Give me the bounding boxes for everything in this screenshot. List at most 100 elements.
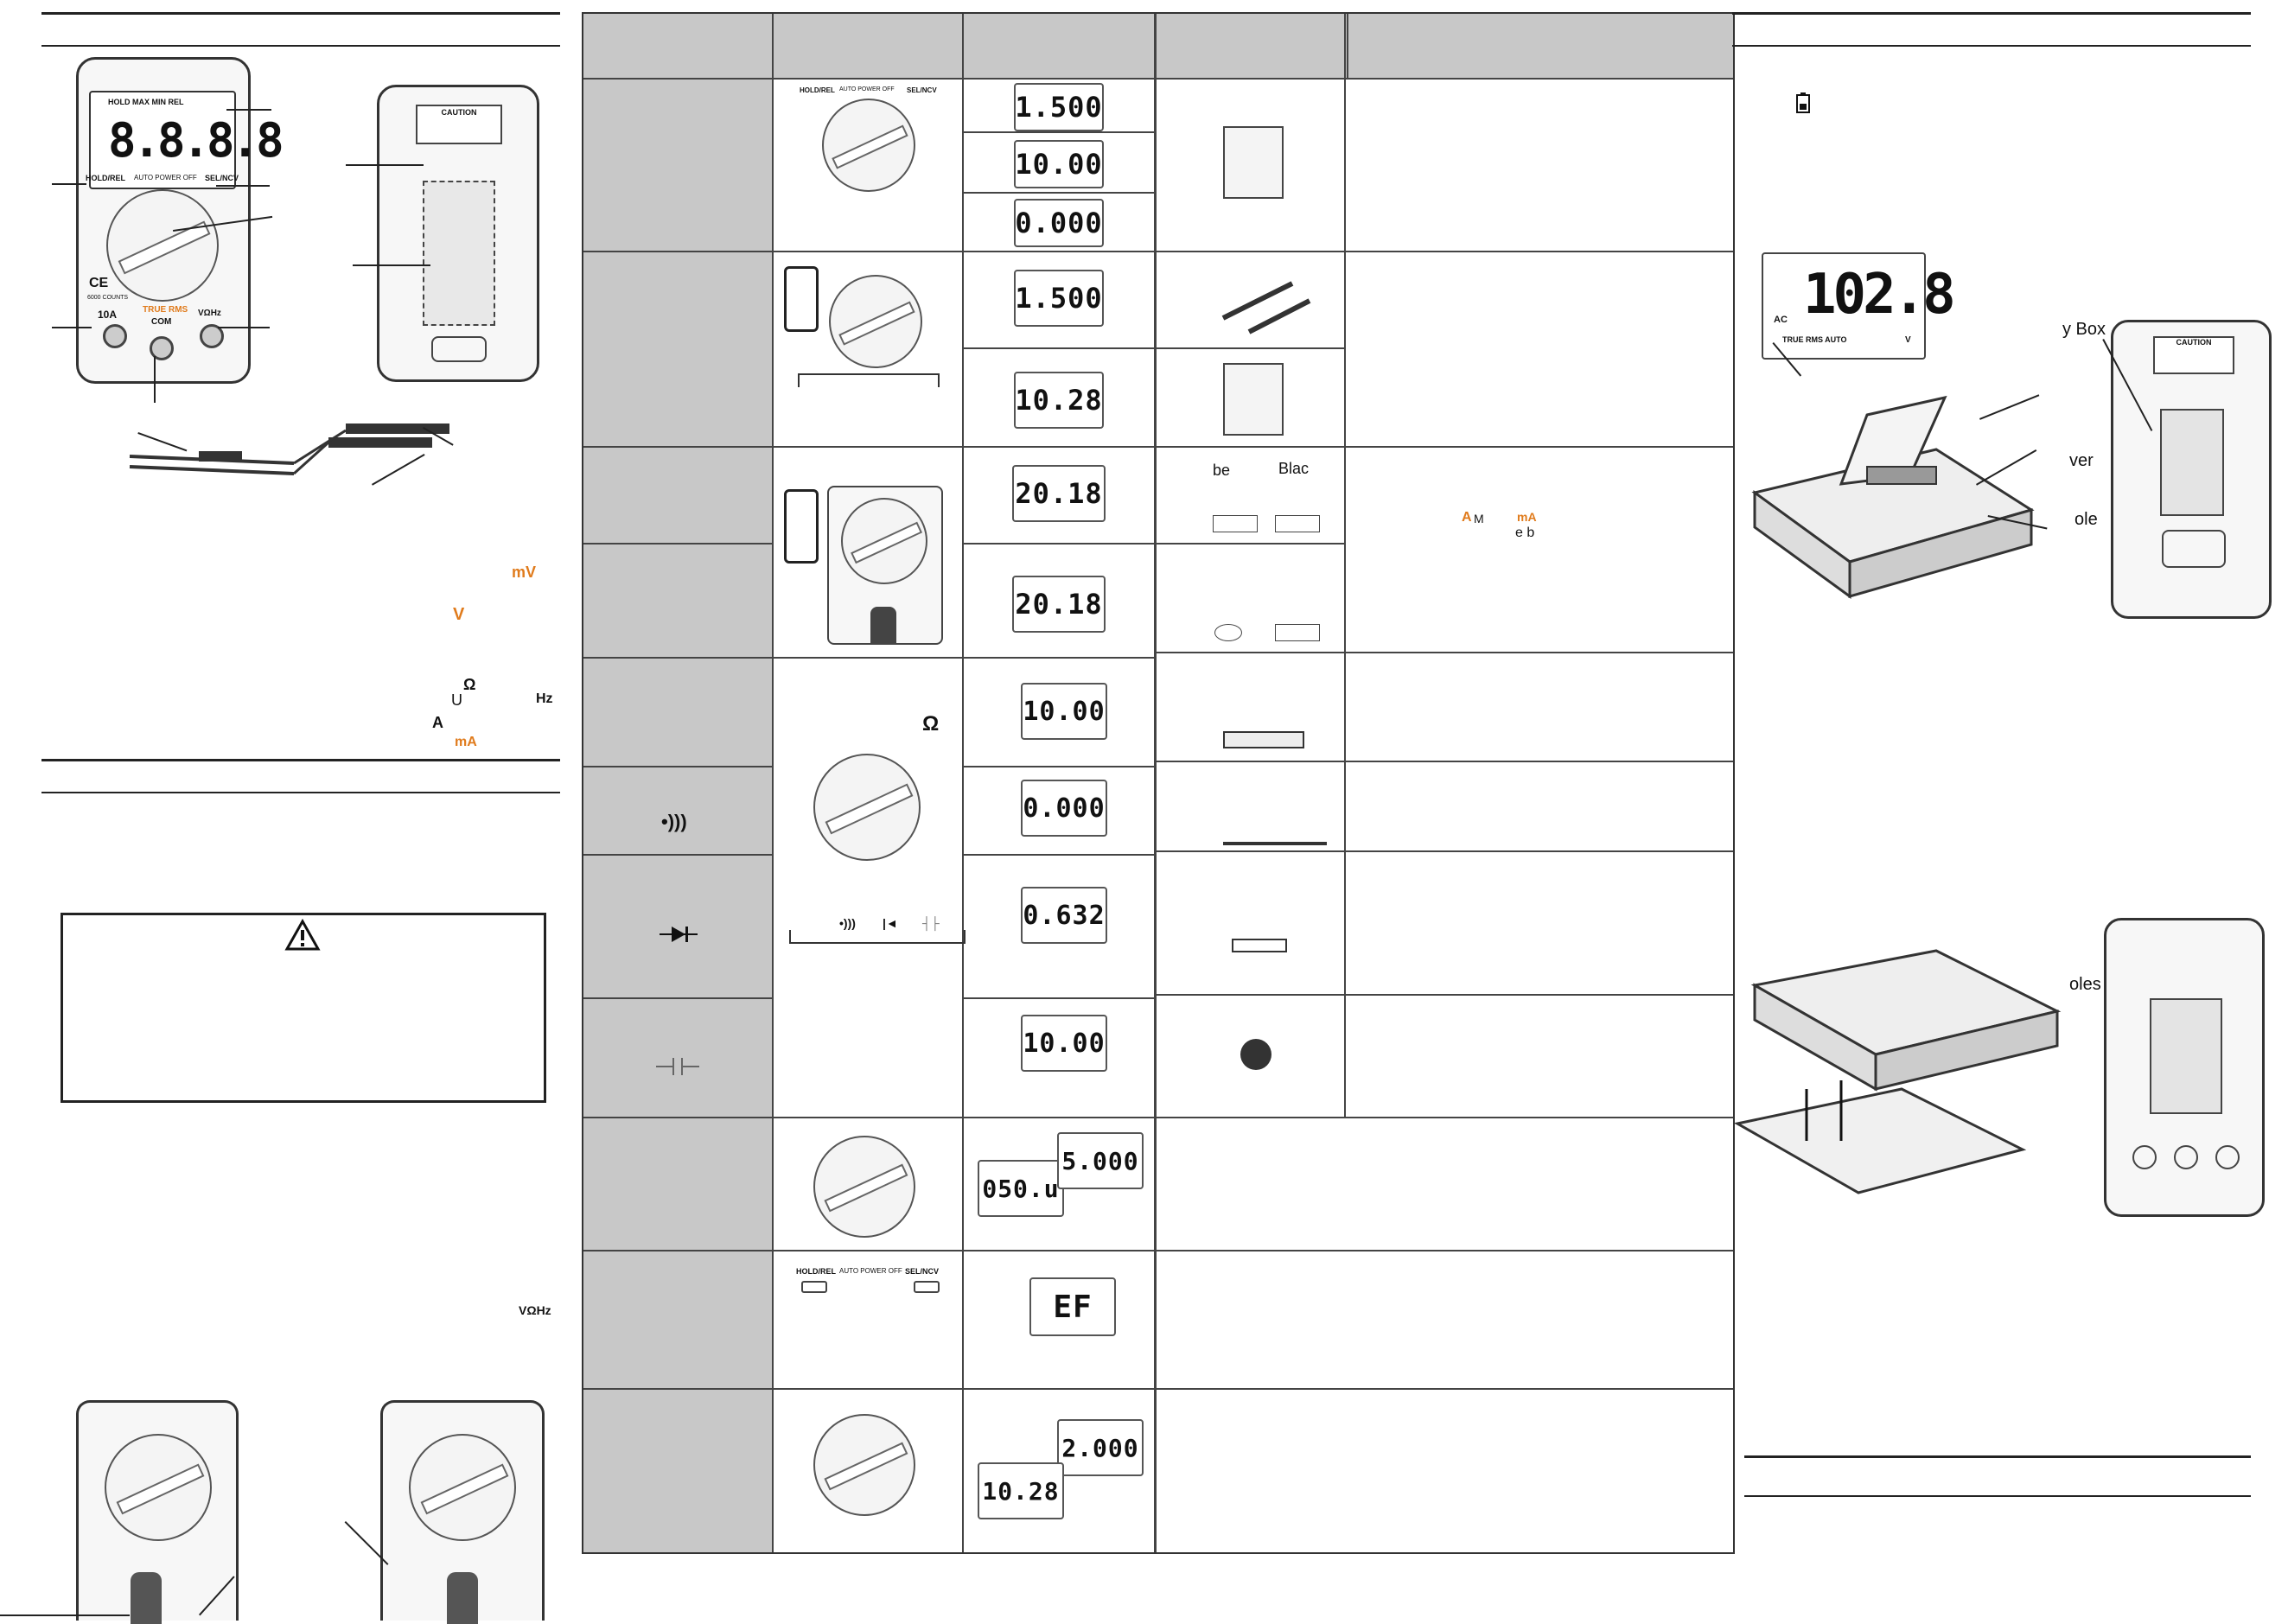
hline: [964, 997, 1154, 999]
icon-hz: Hz: [536, 691, 553, 706]
bottom-rule: [1744, 1455, 2251, 1458]
panel-btn[interactable]: [801, 1281, 827, 1293]
right-column: 102.8 AC TRUE RMS AUTO V y Box ver ole C…: [1720, 0, 2288, 1618]
cap-image: [1240, 1039, 1271, 1070]
big-lcd: 102.8 AC TRUE RMS AUTO V: [1762, 252, 1956, 360]
continuity-icon: •))): [661, 811, 687, 832]
hline: [583, 997, 772, 999]
lcd-display: EF: [1029, 1277, 1116, 1336]
seq-continuity: •))): [839, 916, 856, 930]
rotary-dial[interactable]: [106, 189, 219, 302]
hline: [583, 1388, 1733, 1390]
hline: [583, 657, 1154, 659]
lcd-display: 0.000: [1014, 199, 1104, 247]
panel-dial[interactable]: [813, 1136, 915, 1238]
panel-dial[interactable]: [813, 754, 921, 861]
hline: [583, 543, 772, 545]
panel-mv-box: [784, 266, 819, 332]
btn-hold[interactable]: HOLD/REL: [86, 174, 125, 182]
lcd-display: 10.00: [1021, 1015, 1107, 1072]
circuit-box: [1275, 515, 1320, 532]
hline: [1157, 446, 1733, 448]
diode-icon: [660, 927, 698, 942]
lcd-digits: 8.8.8.8: [108, 113, 284, 168]
jack-10a[interactable]: [103, 324, 127, 348]
panel-dial[interactable]: [841, 498, 927, 584]
callout-line: [52, 327, 92, 328]
icon-ohm: Ω: [463, 676, 476, 693]
panel-btn-label: SEL/NCV: [905, 1267, 940, 1276]
panel-hold: [796, 1402, 943, 1523]
lcd-display: 1.500: [1014, 83, 1104, 131]
lcd-digits: 102.8: [1803, 263, 1956, 327]
probe-image: [1221, 281, 1311, 334]
warning-box: [61, 913, 546, 1103]
top-rule: [1732, 12, 2251, 15]
callout-line: [154, 356, 156, 403]
vline: [1344, 14, 1346, 1117]
panel-voltage: HOLD/REL AUTO POWER OFF SEL/NCV: [796, 85, 943, 192]
section-rule-2: [41, 792, 560, 793]
lcd-display: 1.500: [1014, 270, 1104, 327]
lcd-display: 10.28: [1014, 372, 1104, 429]
battery-icon: [1796, 92, 1810, 113]
lcd-ac: AC: [1774, 315, 1788, 325]
resistor-image: [1223, 731, 1304, 748]
lcd-display: 5.000: [1057, 1132, 1144, 1189]
lcd-display: 10.00: [1014, 140, 1104, 188]
top-rule: [41, 12, 560, 15]
meter-back-view: CAUTION: [2111, 320, 2272, 619]
back-foot: [431, 336, 487, 362]
panel-btn[interactable]: [914, 1281, 940, 1293]
omega-symbol: Ω: [922, 712, 940, 736]
panel-ohm: Ω •))) |◄ ┤├: [787, 679, 966, 956]
rotary-dial-br[interactable]: [409, 1434, 516, 1541]
panel-ncv: HOLD/REL AUTO POWER OFF SEL/NCV: [796, 1267, 943, 1336]
probe-label-black: Blac: [1278, 460, 1310, 477]
seq-diode: |◄: [883, 916, 898, 930]
hline: [964, 766, 1154, 767]
jack-v-label: VΩHz: [198, 309, 221, 318]
panel-dial[interactable]: [822, 99, 915, 192]
icon-a: A: [432, 714, 443, 731]
counts-label: 6000 COUNTS: [87, 295, 129, 301]
jack-com[interactable]: [150, 336, 174, 360]
circuit-box: [1214, 624, 1242, 641]
label-hole: ole: [2074, 510, 2098, 529]
wire-image: [1223, 842, 1327, 845]
jack-v[interactable]: [200, 324, 224, 348]
hline: [964, 854, 1154, 856]
callout-line: [353, 264, 430, 266]
section-rule: [41, 759, 560, 761]
callout-line: [346, 164, 424, 166]
brand-label: TRUE RMS: [143, 305, 188, 315]
hline: [1157, 761, 1733, 762]
hline: [1157, 78, 1733, 80]
seq-cap: ┤├: [922, 916, 940, 930]
back-label: CAUTION: [416, 105, 502, 144]
lcd-unit: V: [1905, 335, 1911, 345]
hline: [1157, 543, 1345, 545]
circuit-box: [1275, 624, 1320, 641]
icon-mv: mV: [512, 564, 537, 581]
icon-v: V: [453, 605, 465, 624]
panel-btn-label: AUTO POWER OFF: [839, 86, 895, 92]
back-foot: [2162, 530, 2226, 568]
panel-dial[interactable]: [829, 275, 922, 368]
icon-ma: mA: [455, 735, 477, 749]
left-column: HOLD MAX MIN REL 8.8.8.8 HOLD/REL AUTO P…: [0, 0, 570, 1624]
test-leads: [129, 424, 449, 475]
jack: [2132, 1145, 2157, 1169]
meter-lcd: HOLD MAX MIN REL 8.8.8.8: [89, 91, 284, 189]
warning-icon: [284, 919, 321, 951]
lcd-display: 0.000: [1021, 780, 1107, 837]
rotary-dial-bl[interactable]: [105, 1434, 212, 1541]
probe-label-red: be: [1213, 462, 1231, 479]
top-rule-2: [41, 45, 560, 47]
hline: [583, 1250, 1733, 1251]
vline: [772, 14, 774, 1552]
range-mark-a: A: [1462, 510, 1472, 525]
battery-bay: [2150, 998, 2222, 1114]
btn-sel[interactable]: SEL/NCV: [205, 174, 239, 182]
panel-dial[interactable]: [813, 1414, 915, 1516]
